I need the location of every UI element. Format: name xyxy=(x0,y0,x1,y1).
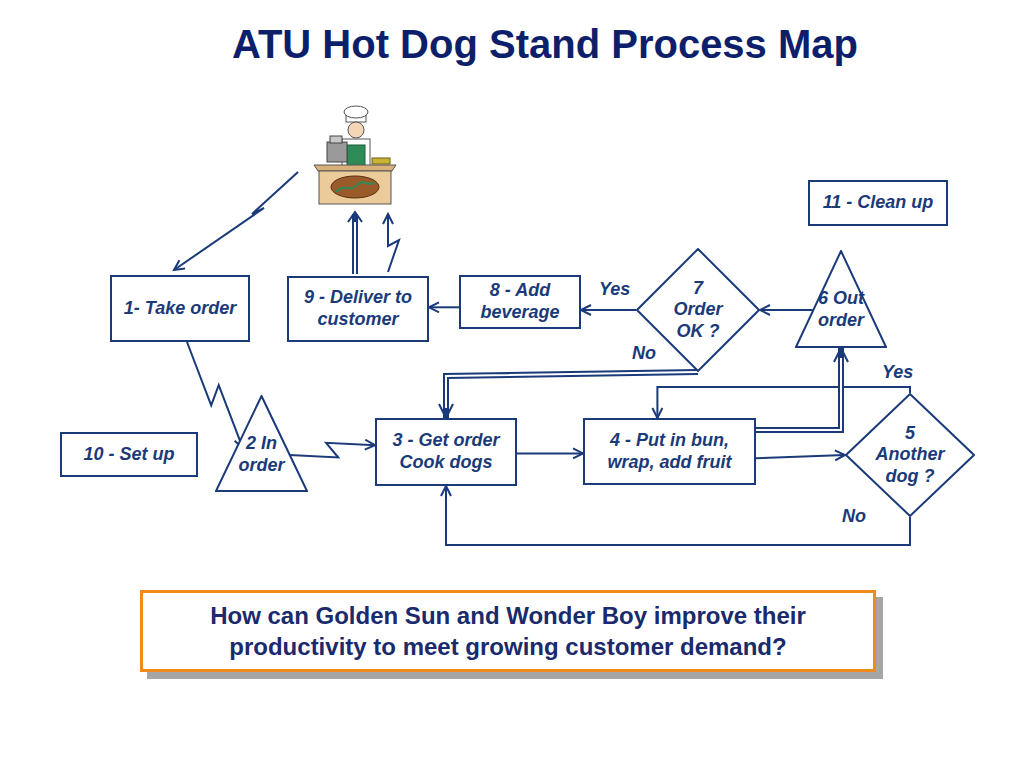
triangle-shape xyxy=(796,251,886,347)
process-box: 3 - Get order Cook dogs xyxy=(375,418,517,486)
cash-register xyxy=(327,142,347,162)
stand-top xyxy=(314,165,396,171)
order-signal xyxy=(174,172,298,270)
decision-diamond: 5 Another dog ? xyxy=(845,393,975,517)
register-screen xyxy=(330,136,342,143)
branch-label: No xyxy=(630,343,658,365)
node-label: 6 Out order xyxy=(818,266,864,331)
node-label: 10 - Set up xyxy=(83,444,174,466)
node-label: 4 - Put in bun, wrap, add fruit xyxy=(590,430,749,473)
flow-arrow xyxy=(517,452,583,454)
node-label: 7 Order OK ? xyxy=(673,278,722,343)
triangle-shape xyxy=(216,396,307,491)
stand-front xyxy=(319,171,391,204)
tray xyxy=(372,158,390,164)
order-flow-inner xyxy=(446,372,698,408)
chef-apron xyxy=(347,145,365,167)
diagram-title: ATU Hot Dog Stand Process Map xyxy=(0,22,1024,67)
question-box: How can Golden Sun and Wonder Boy improv… xyxy=(140,590,876,672)
delivery-arrow xyxy=(352,214,358,274)
flow-arrow xyxy=(657,387,910,418)
flow-arrow xyxy=(289,443,375,458)
flow-arrow xyxy=(581,309,636,311)
process-box: 1- Take order xyxy=(110,275,250,342)
process-box: 11 - Clean up xyxy=(808,180,948,226)
delivery-arrowhead xyxy=(348,212,362,222)
caption-text: How can Golden Sun and Wonder Boy improv… xyxy=(143,600,873,662)
process-box: 4 - Put in bun, wrap, add fruit xyxy=(583,418,756,485)
flow-arrow xyxy=(756,455,845,458)
inventory-triangle: 2 In order xyxy=(215,395,308,492)
node-label: 8 - Add beverage xyxy=(466,280,574,323)
flow-arrow xyxy=(446,486,910,545)
flow-arrow xyxy=(429,306,459,308)
process-box: 8 - Add beverage xyxy=(459,275,581,328)
flow-arrow xyxy=(760,309,813,311)
order-flow-arrow xyxy=(446,372,698,418)
node-label: 2 In order xyxy=(238,411,284,476)
process-box: 9 - Deliver to customer xyxy=(287,276,429,342)
node-label: 1- Take order xyxy=(124,298,236,320)
branch-label: No xyxy=(840,506,868,528)
branch-label: Yes xyxy=(880,362,915,384)
inventory-triangle: 6 Out order xyxy=(795,250,887,348)
chef-hat-top xyxy=(344,106,368,118)
chef-head xyxy=(348,122,364,138)
node-label: 9 - Deliver to customer xyxy=(294,287,422,330)
node-label: 11 - Clean up xyxy=(823,192,934,214)
relish xyxy=(336,182,374,192)
order-flow-arrow xyxy=(756,348,841,430)
branch-label: Yes xyxy=(597,279,632,301)
hot-dog xyxy=(331,176,379,198)
delivery-arrow-inner xyxy=(354,222,356,274)
diamond-shape xyxy=(846,394,974,516)
process-box: 10 - Set up xyxy=(60,432,198,477)
customer-illustration xyxy=(314,106,396,204)
node-label: 5 Another dog ? xyxy=(876,423,945,488)
delivery-signal xyxy=(388,214,399,272)
order-flow-inner xyxy=(756,358,841,430)
node-label: 3 - Get order Cook dogs xyxy=(382,430,510,473)
